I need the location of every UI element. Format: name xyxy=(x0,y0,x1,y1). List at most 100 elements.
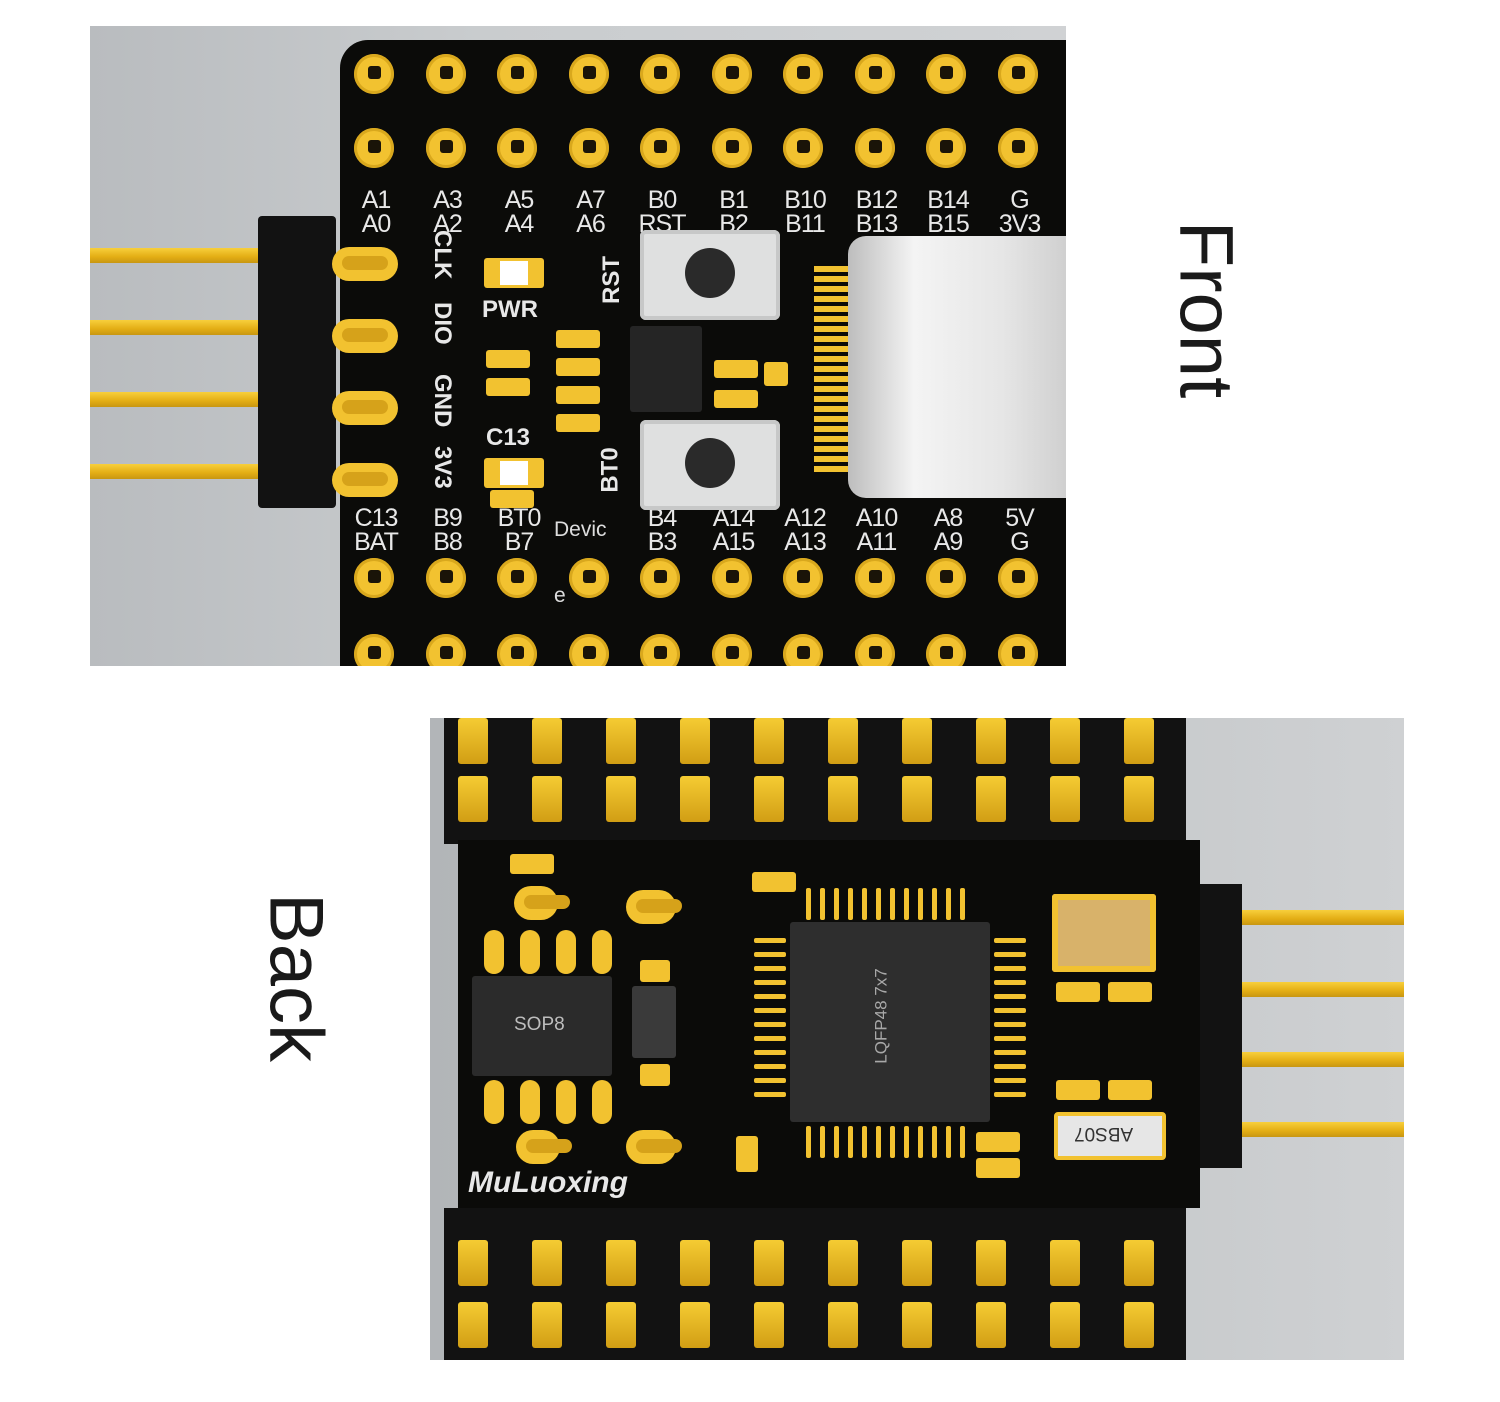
pin-label: A1 xyxy=(361,186,392,214)
pin-label: A3 xyxy=(433,186,463,214)
qfp-pin xyxy=(862,1126,867,1158)
header-pin-end xyxy=(606,776,636,822)
resistor xyxy=(556,414,600,432)
through-hole-pad xyxy=(640,634,680,666)
pin-label: B9 xyxy=(433,504,463,532)
crystal-hse xyxy=(1052,894,1156,972)
header-pin-end xyxy=(680,1240,710,1286)
pin-label: A13 xyxy=(784,528,826,556)
pin-label: A15 xyxy=(712,528,755,556)
pin-label: G xyxy=(1010,186,1029,214)
bt0-button-cap[interactable] xyxy=(685,438,735,488)
qfp-pin xyxy=(820,888,825,920)
qfp-pin xyxy=(994,1036,1026,1041)
resistor xyxy=(556,330,600,348)
swd-label-3v3: 3V3 xyxy=(429,446,456,489)
front-view-label: Front xyxy=(1163,220,1249,399)
qfp-pin xyxy=(754,1064,786,1069)
header-pin xyxy=(1242,1122,1404,1137)
pin-label: A12 xyxy=(784,504,826,532)
qfp-pin xyxy=(994,1008,1026,1013)
qfp-pin xyxy=(754,1008,786,1013)
header-pin-end xyxy=(902,1302,932,1348)
sop8-pin xyxy=(556,930,576,974)
usb-contact-pads xyxy=(814,266,850,476)
header-pin-end xyxy=(1050,718,1080,764)
pin-label: B3 xyxy=(647,528,678,556)
header-pin-end xyxy=(1050,1302,1080,1348)
bt0-button[interactable] xyxy=(640,420,780,510)
through-hole-pad xyxy=(425,634,466,666)
through-hole-pad xyxy=(497,558,537,598)
qfp-pin xyxy=(754,1022,786,1027)
pin-label: B0 xyxy=(647,186,678,214)
swd-label-clk: CLK xyxy=(429,230,456,280)
header-pin xyxy=(90,320,270,335)
rst-button[interactable] xyxy=(640,230,780,320)
pwr-led-body xyxy=(500,261,528,285)
header-pin-end xyxy=(828,718,858,764)
header-pin-end xyxy=(976,1302,1006,1348)
header-pin-end xyxy=(902,776,932,822)
pin-label: B14 xyxy=(927,186,969,214)
sop8-pin xyxy=(520,1080,540,1124)
pin-label: B15 xyxy=(927,210,969,238)
sop8-pin xyxy=(592,1080,612,1124)
through-hole-pad xyxy=(568,128,609,168)
qfp-pin xyxy=(754,980,786,985)
qfp-pin xyxy=(904,1126,909,1158)
qfp-pin xyxy=(754,966,786,971)
header-pin-end xyxy=(532,1240,562,1286)
capacitor xyxy=(1056,982,1100,1002)
qfp-pin xyxy=(848,1126,853,1158)
pin-label: A10 xyxy=(855,504,898,532)
through-hole-pad xyxy=(354,128,394,168)
overlay-text-e: e xyxy=(554,584,566,607)
through-hole-pad xyxy=(425,558,466,598)
header-pin-end xyxy=(1124,718,1154,764)
header-pin-end xyxy=(458,776,488,822)
resistor xyxy=(714,390,758,408)
qfp-pin xyxy=(876,888,881,920)
via-pad xyxy=(626,890,682,924)
through-hole-pad xyxy=(640,558,680,598)
overlay-text-device: Devic xyxy=(554,518,607,541)
through-hole-pad xyxy=(425,128,466,168)
qfp-pin xyxy=(862,888,867,920)
qfp-label: LQFP48 7x7 xyxy=(871,968,891,1064)
header-pin xyxy=(1242,982,1404,997)
qfp-pin xyxy=(876,1126,881,1158)
header-pin-end xyxy=(606,1240,636,1286)
pin-label: A9 xyxy=(933,528,964,556)
c13-led-body xyxy=(500,461,528,485)
regulator-chip xyxy=(630,326,702,412)
through-hole-pad xyxy=(711,54,752,94)
header-pin-end xyxy=(976,718,1006,764)
header-pin-end xyxy=(680,776,710,822)
qfp-pin xyxy=(754,994,786,999)
mcu-lqfp48-chip xyxy=(790,922,990,1122)
through-hole-pad xyxy=(783,54,823,94)
pin-label: A7 xyxy=(576,186,606,214)
through-hole-pad xyxy=(997,54,1038,94)
header-pin-end xyxy=(532,776,562,822)
header-pin-end xyxy=(458,1302,488,1348)
pwr-label: PWR xyxy=(482,296,538,323)
resistor xyxy=(714,360,758,378)
capacitor xyxy=(510,854,554,874)
c13-label: C13 xyxy=(486,424,531,451)
capacitor xyxy=(976,1158,1020,1178)
diode-pad xyxy=(640,960,670,982)
swd-label-dio: DIO xyxy=(429,302,456,345)
through-hole-pad xyxy=(354,54,394,94)
header-pin-end xyxy=(902,718,932,764)
pin-label: A4 xyxy=(504,210,535,238)
pin-label: B12 xyxy=(855,186,898,214)
rst-button-cap[interactable] xyxy=(685,248,735,298)
header-pin-end xyxy=(1050,1240,1080,1286)
swd-label-gnd: GND xyxy=(429,374,456,428)
back-photo: SOP8 LQFP48 7x7 ABS07 xyxy=(430,718,1404,1360)
pin-label: A8 xyxy=(933,504,964,532)
qfp-pin xyxy=(806,888,811,920)
